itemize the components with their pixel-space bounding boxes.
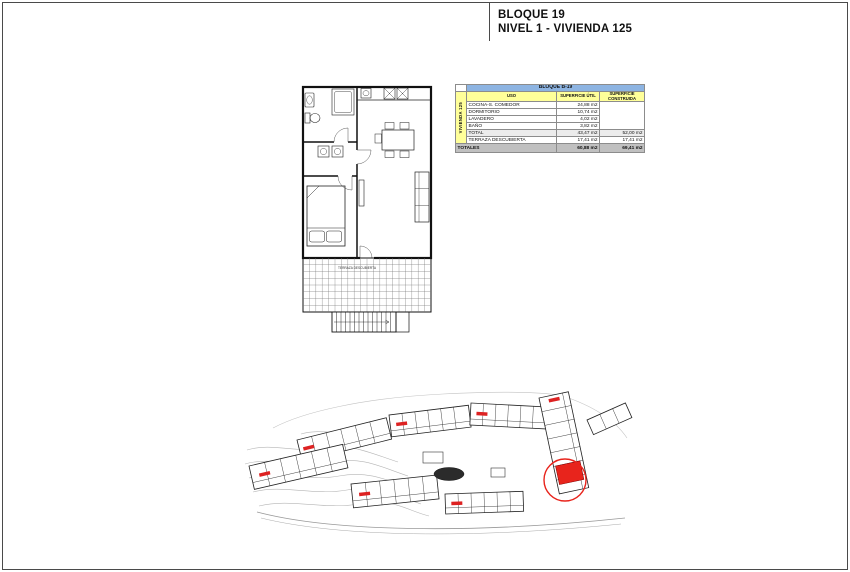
bathroom-fixtures xyxy=(304,88,355,124)
title-divider-line xyxy=(489,3,490,41)
building-block xyxy=(469,402,548,430)
col-header-superficie-construida: SUPERFICIE CONSTRUIDA xyxy=(598,90,646,103)
site-plan-drawing xyxy=(243,384,635,538)
outbuilding xyxy=(490,467,506,478)
row-uso: TERRAZA DESCUBIERTA xyxy=(466,136,557,145)
building-block xyxy=(388,404,472,438)
row-util: 4,02 m2 xyxy=(556,115,600,124)
block-label-red xyxy=(548,396,560,403)
area-table: BLOQUE B-19 VIVIENDA 125 USO SUPERFICIE … xyxy=(455,84,646,154)
totals-util: 60,88 m2 xyxy=(556,143,600,154)
building-block xyxy=(444,490,525,515)
sink xyxy=(304,92,315,108)
totals-label: TOTALES xyxy=(455,143,557,154)
pool xyxy=(433,467,465,481)
stairs-landing xyxy=(395,311,410,333)
construida-merged-cell xyxy=(598,101,646,131)
stove xyxy=(383,87,409,100)
door-arcs xyxy=(333,127,372,191)
area-row-total: TOTAL 43,47 m2 52,00 m2 xyxy=(456,129,646,138)
title-block-line: BLOQUE 19 xyxy=(498,9,565,21)
row-util: 17,41 m2 xyxy=(556,136,600,145)
row-util: 43,47 m2 xyxy=(556,129,600,138)
block-label-red xyxy=(451,501,463,506)
row-uso: LAVADERO xyxy=(466,115,557,124)
outbuilding xyxy=(422,451,444,464)
highlight-circle xyxy=(543,458,587,502)
row-util: 24,88 m2 xyxy=(556,101,600,110)
block-label-red xyxy=(395,421,408,427)
col-header-uso: USO xyxy=(466,90,557,103)
outer-walls xyxy=(301,85,433,260)
unit-strip-label: VIVIENDA 125 xyxy=(457,101,463,134)
tv-unit xyxy=(358,179,365,207)
row-uso: TOTAL xyxy=(466,129,557,138)
kitchen-counter xyxy=(357,87,431,101)
building-block xyxy=(248,443,349,490)
building-block xyxy=(350,474,440,509)
floor-plan-svg: TERRAZA DESCUBIERTA xyxy=(301,85,433,333)
stairs xyxy=(331,311,410,333)
building-block xyxy=(586,402,633,436)
terrace-label: TERRAZA DESCUBIERTA xyxy=(338,266,377,270)
title-level-line: NIVEL 1 - VIVIENDA 125 xyxy=(498,23,633,35)
pillows xyxy=(309,230,342,243)
block-label-red xyxy=(476,411,488,416)
sheet-title: BLOQUE 19 NIVEL 1 - VIVIENDA 125 xyxy=(498,8,632,36)
terrace-grid xyxy=(303,258,431,312)
table-block-header: BLOQUE B-19 xyxy=(465,84,646,92)
table-corner-cell xyxy=(455,84,467,92)
floor-plan-drawing: TERRAZA DESCUBIERTA xyxy=(296,80,438,336)
area-row-terraza: TERRAZA DESCUBIERTA 17,41 m2 17,41 m2 xyxy=(456,136,646,145)
dining-table xyxy=(374,122,415,158)
block-label-red xyxy=(358,491,371,497)
highlighted-unit-vivienda-125 xyxy=(555,460,585,485)
site-plan-svg xyxy=(244,391,633,535)
row-util: 3,82 m2 xyxy=(556,122,600,131)
table-unit-strip: VIVIENDA 125 xyxy=(455,90,467,145)
bed xyxy=(306,185,346,247)
row-util: 10,74 m2 xyxy=(556,108,600,117)
terrace-door-arc xyxy=(359,245,373,259)
laundry-appliances xyxy=(317,145,344,158)
site-boundary xyxy=(272,391,628,439)
block-label-red xyxy=(302,444,315,451)
building-block-19 xyxy=(538,391,590,495)
row-uso: BAÑO xyxy=(466,122,557,131)
block-label-red xyxy=(258,470,271,477)
sofa xyxy=(414,171,430,223)
table-row-column-headers: VIVIENDA 125 USO SUPERFICIE ÚTIL SUPERFI… xyxy=(455,90,646,145)
site-road xyxy=(256,511,626,535)
chairs xyxy=(374,122,410,158)
stairs-direction-arrow xyxy=(334,319,390,325)
interior-walls xyxy=(303,87,358,258)
toilet xyxy=(304,112,321,124)
row-uso: COCINA-S. COMEDOR xyxy=(466,101,557,110)
row-construida: 17,41 m2 xyxy=(598,136,646,145)
row-uso: DORMITORIO xyxy=(466,108,557,117)
area-row-totales: TOTALES 60,88 m2 69,41 m2 xyxy=(455,143,646,154)
totals-construida: 69,41 m2 xyxy=(598,143,646,154)
terrace: TERRAZA DESCUBIERTA xyxy=(302,257,432,313)
area-row: COCINA-S. COMEDOR 24,88 m2 xyxy=(456,101,646,131)
row-construida: 52,00 m2 xyxy=(598,129,646,138)
table-row-block-header: BLOQUE B-19 xyxy=(455,84,646,92)
col-header-superficie-util: SUPERFICIE ÚTIL xyxy=(556,90,600,103)
bathtub xyxy=(331,88,355,116)
